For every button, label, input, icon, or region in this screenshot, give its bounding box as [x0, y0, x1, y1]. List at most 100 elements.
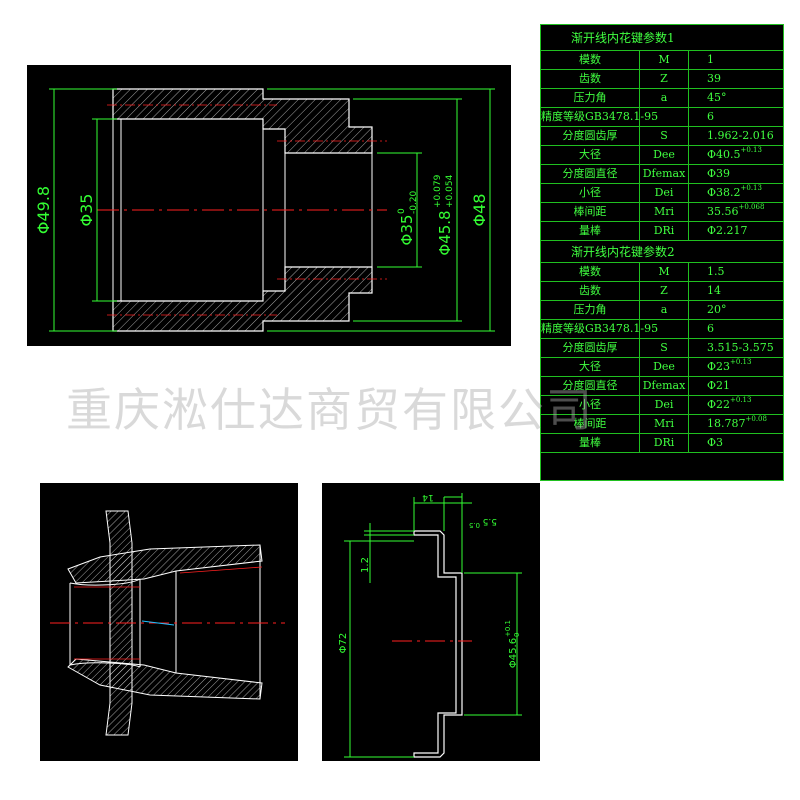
- param-name: 分度圆直径: [541, 165, 640, 183]
- param-name: 压力角: [541, 89, 640, 107]
- param-tolerance: +0.08: [745, 415, 767, 423]
- param-name: 小径: [541, 396, 640, 414]
- dim-phi72: Φ72: [338, 633, 349, 654]
- table-title-1: 渐开线内花键参数1: [541, 25, 783, 51]
- param-name: 小径: [541, 184, 640, 202]
- dim-phi35-tol-upper: 0: [397, 208, 407, 214]
- param-value: Φ38.2+0.13: [689, 184, 783, 202]
- isometric-section-drawing: [40, 483, 298, 761]
- cap-section-drawing: 14 5.5 0.5 1.2 Φ72 Φ45.6 +0.1 0: [322, 483, 540, 761]
- dim-phi35-tol-lower: -0.20: [409, 190, 419, 214]
- dim-phi45-tol-lower: +0.054: [445, 174, 455, 208]
- param-value-text: 45°: [707, 91, 727, 104]
- param-value: Φ21: [689, 377, 783, 395]
- param-symbol: [640, 320, 689, 338]
- param-value-text: 1.962-2.016: [707, 129, 774, 142]
- dim-phi35-step: Φ35: [398, 215, 416, 246]
- param-symbol: S: [640, 127, 689, 145]
- param-value-text: Φ21: [707, 379, 731, 392]
- param-name: 量棒: [541, 434, 640, 452]
- param-symbol: Z: [640, 282, 689, 300]
- param-value-text: Φ22: [707, 398, 731, 411]
- param-value-text: 35.56: [707, 205, 739, 218]
- param-symbol: M: [640, 263, 689, 281]
- param-name: 精度等级GB3478.1-95: [541, 320, 658, 338]
- cap-outline: [413, 530, 463, 758]
- param-value: 1.962-2.016: [689, 127, 783, 145]
- param-name: 棒间距: [541, 203, 640, 221]
- param-symbol: Dee: [640, 146, 689, 164]
- param-symbol: Dfemax: [640, 377, 689, 395]
- dim-phi48: Φ48: [470, 194, 489, 227]
- param-value-text: Φ2.217: [707, 224, 748, 237]
- param-symbol: a: [640, 89, 689, 107]
- param-value-text: Φ40.5: [707, 148, 741, 161]
- iso-pitch-upper-2: [179, 566, 263, 574]
- param-value-text: 6: [707, 110, 714, 123]
- dim-phi35-bore: Φ35: [77, 194, 96, 227]
- param-symbol: S: [640, 339, 689, 357]
- param-symbol: Dfemax: [640, 165, 689, 183]
- dim-5-5-tol: 0.5: [469, 521, 480, 529]
- param-name: 分度圆直径: [541, 377, 640, 395]
- param-symbol: Mri: [640, 415, 689, 433]
- param-symbol: DRi: [640, 222, 689, 240]
- param-value: Φ40.5+0.13: [689, 146, 783, 164]
- param-name: 齿数: [541, 282, 640, 300]
- param-value: 6: [689, 108, 783, 126]
- param-symbol: a: [640, 301, 689, 319]
- dim-phi45-8: Φ45.8: [436, 210, 454, 255]
- param-value-text: 1: [707, 53, 714, 66]
- param-value: Φ3: [689, 434, 783, 452]
- table-row: 精度等级GB3478.1-95 6: [541, 320, 783, 339]
- param-tolerance: +0.068: [738, 203, 765, 211]
- bore-curve-lines: [69, 578, 141, 668]
- param-value: 6: [689, 320, 783, 338]
- param-value-text: Φ3: [707, 436, 724, 449]
- param-symbol: Dei: [640, 396, 689, 414]
- param-value: 20°: [689, 301, 783, 319]
- dim-phi35-tol-group: Φ35 0 -0.20: [397, 190, 419, 245]
- dim-phi49-8: Φ49.8: [34, 186, 53, 234]
- param-value-text: Φ23: [707, 360, 731, 373]
- dim-1-2: 1.2: [360, 557, 371, 573]
- param-value-text: 3.515-3.575: [707, 341, 774, 354]
- param-name: 量棒: [541, 222, 640, 240]
- table-title-2: 渐开线内花键参数2: [541, 241, 783, 263]
- cap-dimension-lines: [344, 493, 522, 758]
- param-symbol: DRi: [640, 434, 689, 452]
- param-value-text: 14: [707, 284, 721, 297]
- param-name: 精度等级GB3478.1-95: [541, 108, 658, 126]
- body-lower-section: [112, 266, 373, 332]
- param-name: 分度圆齿厚: [541, 127, 640, 145]
- cap-section-svg: 14 5.5 0.5 1.2 Φ72 Φ45.6 +0.1 0: [338, 492, 522, 758]
- table-row: 精度等级GB3478.1-95 6: [541, 108, 783, 127]
- param-tolerance: +0.13: [740, 146, 762, 154]
- param-value: Φ39: [689, 165, 783, 183]
- param-name: 齿数: [541, 70, 640, 88]
- param-value-text: Φ38.2: [707, 186, 741, 199]
- main-section-drawing: Φ49.8 Φ35 Φ35 0 -0.20 Φ45.8 +0.079 +0.05…: [27, 65, 511, 346]
- dim-phi45-tol-group: Φ45.8 +0.079 +0.054: [433, 174, 455, 255]
- isometric-section-svg: [50, 510, 285, 736]
- inner-bore-lines: [69, 545, 261, 699]
- dim-5-5-group: 5.5 0.5: [469, 516, 497, 529]
- dim-phi45-6: Φ45.6: [508, 638, 519, 668]
- body-upper-section: [112, 88, 373, 154]
- param-name: 大径: [541, 146, 640, 164]
- dim-phi45-6-tol-lower: 0: [513, 633, 521, 637]
